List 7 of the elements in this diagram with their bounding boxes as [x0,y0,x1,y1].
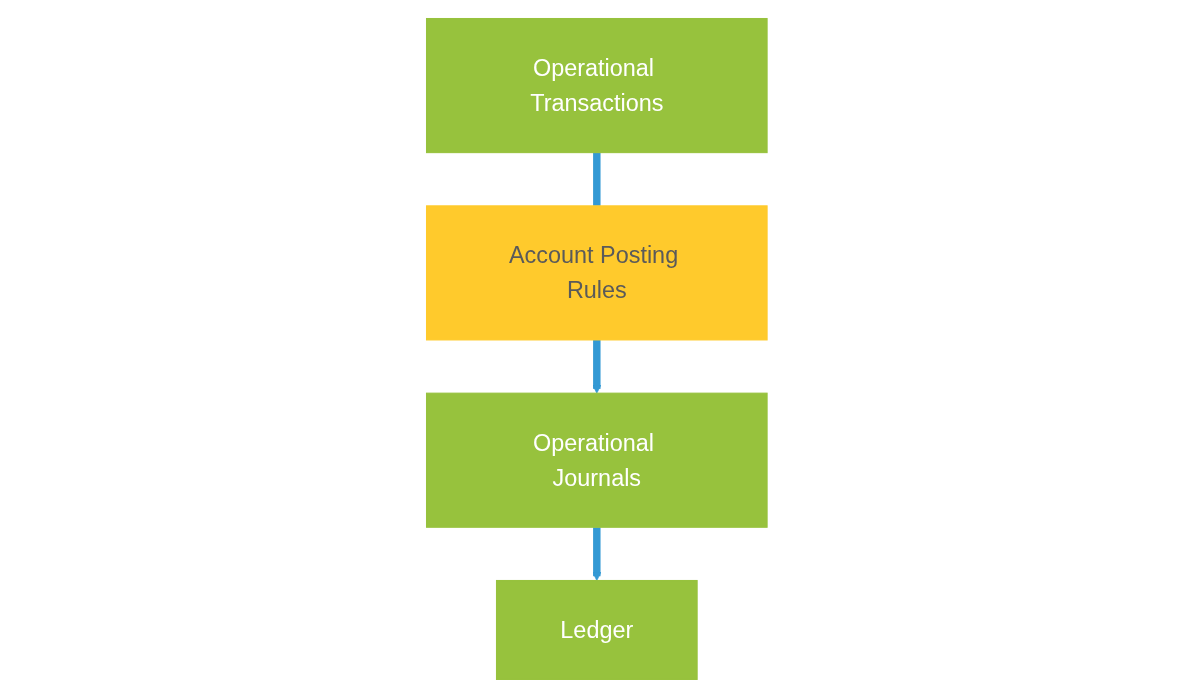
node-box: Account Posting Rules [426,205,768,341]
node-box: Operational Transactions [426,18,768,154]
arrow [592,527,602,581]
node-box: Ledger [496,579,698,680]
arrow [592,339,602,394]
node-box: Operational Journals [426,392,768,528]
connector [593,152,601,206]
